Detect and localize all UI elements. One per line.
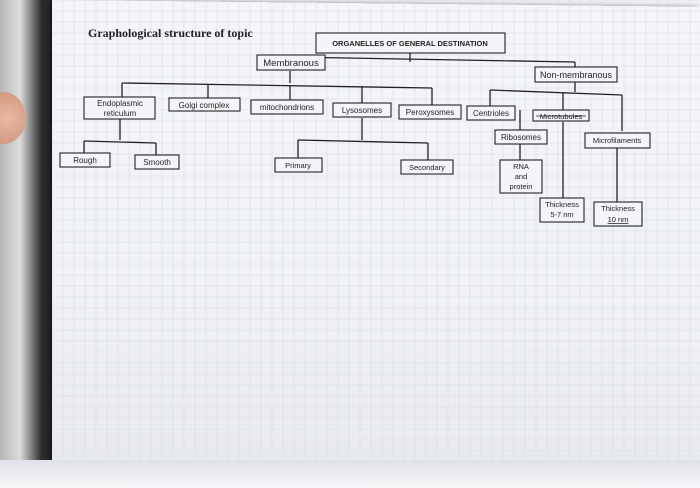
node-smooth: Smooth (143, 158, 171, 167)
node-golgi: Golgi complex (179, 101, 230, 110)
node-microtubules: Microtubules (540, 112, 583, 121)
node-rough: Rough (73, 156, 97, 165)
node-peroxysomes: Peroxysomes (406, 108, 454, 117)
node-mitochondria: mitochondrions (260, 103, 314, 112)
node-root: ORGANELLES OF GENERAL DESTINATION (332, 39, 488, 48)
connector-lines (83, 53, 623, 202)
node-secondary: Secondary (409, 163, 445, 172)
node-thickness-10-line1: Thickness (601, 204, 635, 213)
node-er-line1: Endoplasmic (97, 99, 143, 108)
node-rna-line3: protein (510, 182, 533, 191)
node-er-line2: reticulum (104, 109, 137, 118)
node-thickness-57-line1: Thickness (545, 200, 579, 209)
background-grid (52, 0, 700, 462)
node-microfilaments: Microfilaments (593, 136, 642, 145)
page-title: Graphological structure of topic (88, 26, 253, 40)
node-non-membranous: Non-membranous (540, 70, 613, 80)
node-lysosomes: Lysosomes (342, 106, 382, 115)
node-thickness-10-line2: 10 nm (608, 215, 629, 224)
node-rna-line1: RNA (513, 162, 529, 171)
node-centrioles: Centrioles (473, 109, 509, 118)
node-rna-line2: and (515, 172, 528, 181)
node-ribosomes: Ribosomes (501, 133, 541, 142)
node-boxes (59, 32, 651, 227)
node-thickness-57-line2: 5-7 nm (550, 210, 573, 219)
node-membranous: Membranous (263, 58, 319, 69)
node-primary: Primary (285, 161, 311, 170)
node-labels: ORGANELLES OF GENERAL DESTINATION Membra… (73, 39, 641, 224)
desk-edge (0, 460, 700, 488)
